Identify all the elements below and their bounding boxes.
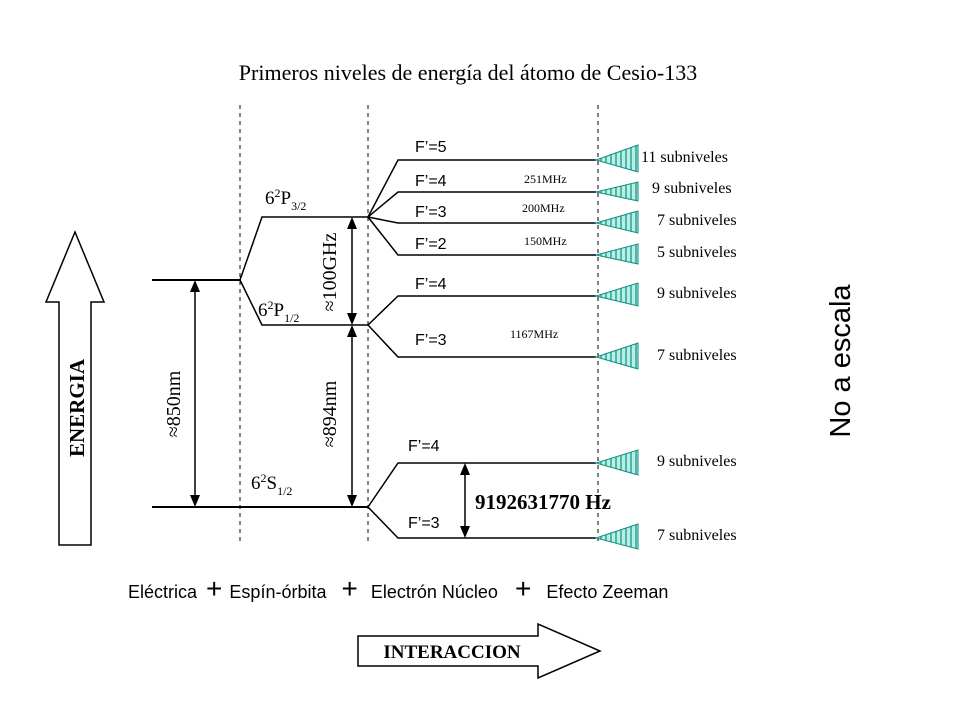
diagram-title: Primeros niveles de energía del átomo de… (239, 60, 697, 85)
zeeman-fan-3 (594, 210, 639, 234)
subniveles-label-1: 11 subniveles (641, 149, 728, 166)
label-894nm: ≈894nm (319, 380, 341, 447)
clock-frequency-label: 9192631770 Hz (475, 490, 611, 514)
zeeman-fan-1 (594, 144, 639, 173)
zeeman-fan-7 (594, 449, 639, 476)
f-label-p32-2: F’=2 (415, 236, 447, 253)
zeeman-fan-2 (595, 181, 639, 202)
f-label-p12-4: F’=4 (415, 276, 447, 293)
energy-arrow-label: ENERGIA (65, 358, 89, 457)
energy-arrow: ENERGIA (44, 230, 106, 546)
subniveles-label-6: 7 subniveles (657, 347, 737, 364)
subniveles-label-2: 9 subniveles (652, 180, 732, 197)
zeeman-fan-5 (594, 282, 639, 307)
splitting-200mhz: 200MHz (522, 201, 565, 215)
zeeman-fans (594, 144, 639, 550)
p12-branch (239, 279, 368, 326)
arrow-894nm (347, 325, 357, 507)
subniveles-label-3: 7 subniveles (657, 212, 737, 229)
interaction-arrow-label: INTERACCION (383, 642, 521, 663)
p32-branch (239, 216, 368, 281)
state-label-p32: 62P3/2 (265, 186, 306, 213)
p12-hyperfine-branches (367, 295, 596, 358)
label-850nm: ≈850nm (163, 370, 185, 437)
splitting-150mhz: 150MHz (524, 234, 567, 248)
f-label-s12-3: F’=3 (408, 515, 440, 532)
splitting-251mhz: 251MHz (524, 172, 567, 186)
subniveles-label-8: 7 subniveles (657, 527, 737, 544)
s12-hyperfine-branches (367, 462, 596, 539)
zeeman-fan-4 (595, 243, 639, 265)
label-100ghz: ≈100GHz (319, 233, 341, 312)
subniveles-label-7: 9 subniveles (657, 453, 737, 470)
interaction-legend: Eléctrica + Espín-órbita + Electrón Núcl… (128, 573, 668, 604)
arrow-850nm (190, 280, 200, 507)
f-label-p12-3: F’=3 (415, 332, 447, 349)
state-label-p12: 62P1/2 (258, 298, 299, 325)
not-to-scale-label: No a escala (825, 284, 857, 438)
f-label-p32-3: F’=3 (415, 204, 447, 221)
interaction-arrow: INTERACCION (357, 622, 602, 680)
arrow-clock-transition (460, 463, 470, 538)
splitting-1167mhz: 1167MHz (510, 327, 558, 341)
state-label-s12: 62S1/2 (251, 471, 292, 498)
zeeman-fan-8 (594, 523, 639, 550)
f-label-p32-5: F’=5 (415, 139, 447, 156)
p32-hyperfine-branches (367, 159, 596, 256)
f-label-s12-4: F’=4 (408, 438, 440, 455)
zeeman-fan-6 (594, 342, 639, 370)
arrow-100ghz (347, 217, 357, 325)
subniveles-label-5: 9 subniveles (657, 285, 737, 302)
f-label-p32-4: F’=4 (415, 173, 447, 190)
subniveles-label-4: 5 subniveles (657, 244, 737, 261)
